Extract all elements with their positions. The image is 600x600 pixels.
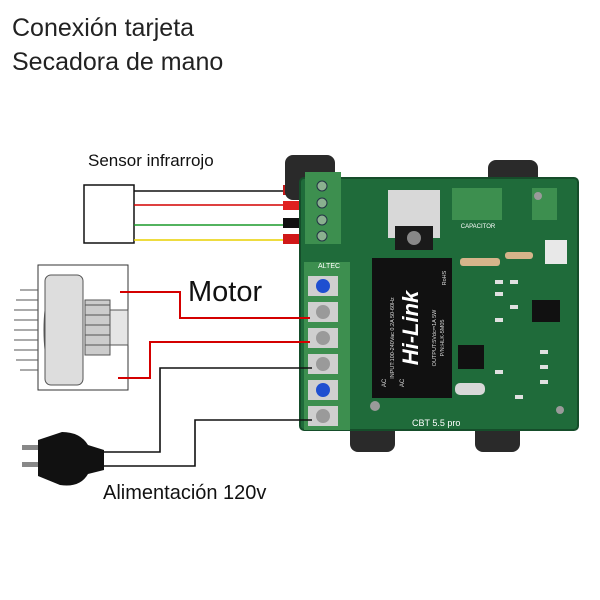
module-output: OUTPUT:5Vdc⎓1A 5W [432, 309, 438, 366]
board-name: CBT 5.5 pro [412, 418, 460, 428]
title-line-1: Conexión tarjeta [12, 14, 195, 42]
power-label: Alimentación 120v [103, 482, 267, 504]
motor-wire-1 [120, 291, 310, 319]
sensor-wires [134, 190, 283, 241]
title-line-2: Secadora de mano [12, 48, 224, 76]
power-plug [22, 432, 104, 486]
control-board: CAPACITOR Hi-Link INPUT:100-240Vac 0.2A … [285, 155, 579, 452]
capacitor-terminal [452, 188, 502, 220]
motor-wires [118, 291, 310, 379]
power-module [372, 258, 452, 398]
motor-label: Motor [188, 276, 263, 308]
module-ac-1: AC [382, 378, 388, 387]
module-rohs: RoHS [442, 270, 448, 285]
motor-drawing [14, 264, 129, 391]
power-wire-2 [102, 419, 312, 467]
sensor-label: Sensor infrarrojo [88, 151, 214, 170]
sensor-box [83, 184, 135, 244]
power-wires [102, 367, 312, 467]
motor-wire-2 [118, 341, 310, 379]
capacitor-label: CAPACITOR [461, 224, 496, 230]
crystal [455, 383, 485, 395]
module-ac-2: AC [400, 378, 406, 387]
module-input: INPUT:100-240Vac 0.2A 50-60Hz [390, 297, 396, 379]
terminal-screws [308, 276, 338, 426]
terminal-brand: ALTEC [318, 263, 340, 270]
power-wire-1 [102, 367, 312, 453]
ic-chip-2 [532, 300, 560, 322]
module-part: P/N:HLK-5M05 [440, 320, 446, 357]
ic-chip-1 [458, 345, 484, 369]
module-brand: Hi-Link [398, 289, 423, 365]
